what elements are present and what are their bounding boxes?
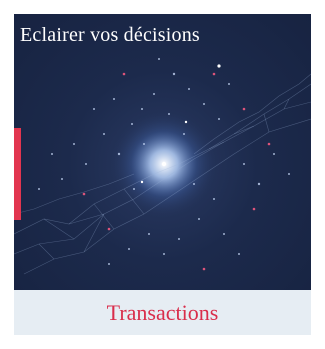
transactions-link[interactable]: Transactions xyxy=(14,290,311,335)
hero-image[interactable]: Eclairer vos décisions xyxy=(14,14,311,290)
category-card[interactable]: Eclairer vos décisions Transactions xyxy=(14,14,311,335)
hero-title: Eclairer vos décisions xyxy=(20,24,200,46)
footer-label: Transactions xyxy=(106,299,219,325)
data-network-icon xyxy=(14,58,311,275)
accent-bar xyxy=(14,128,21,220)
